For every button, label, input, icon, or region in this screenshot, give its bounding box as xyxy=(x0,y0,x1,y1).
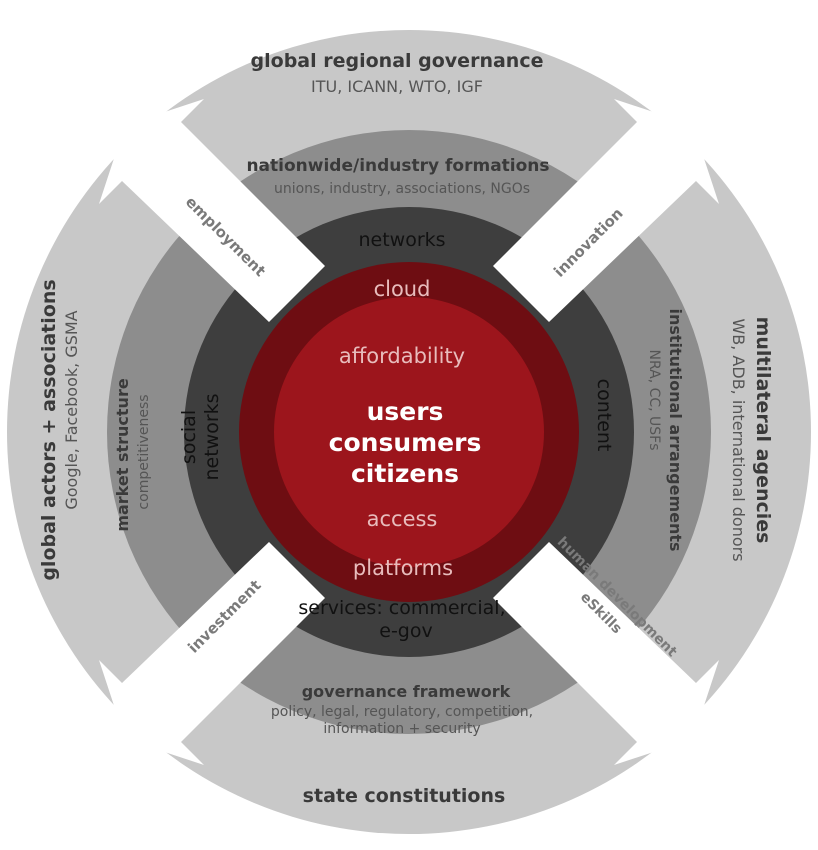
inner-right-label: content xyxy=(593,379,615,452)
crimson-bottom-label: platforms xyxy=(353,556,453,580)
inner-bottom-label-2: e-gov xyxy=(379,620,432,642)
middle-bottom-sub-2: information + security xyxy=(323,721,480,737)
outer-bottom-title: state constitutions xyxy=(303,785,506,807)
inner-left-label-1: social xyxy=(178,410,200,464)
core-label-users: users xyxy=(367,397,444,426)
inner-bottom-label-1: services: commercial, xyxy=(298,597,505,619)
core-bottom-label: access xyxy=(367,507,438,531)
outer-left-title: global actors + associations xyxy=(38,279,60,580)
core-label-consumers: consumers xyxy=(329,428,482,457)
arrow-top-right xyxy=(493,99,719,322)
outer-right-sub: WB, ADB, international donors xyxy=(729,318,748,561)
middle-top-sub: unions, industry, associations, NGOs xyxy=(274,181,530,197)
core-top-label: affordability xyxy=(339,344,465,368)
middle-right-sub: NRA, CC, USFs xyxy=(646,349,662,450)
arrow-bottom-right xyxy=(493,542,719,765)
core-label-citizens: citizens xyxy=(351,459,459,488)
inner-left-label-2: networks xyxy=(201,393,223,480)
middle-left-title: market structure xyxy=(113,378,132,532)
outer-left-sub: Google, Facebook, GSMA xyxy=(62,310,81,509)
core-circle xyxy=(274,297,544,567)
outer-right-title: multilateral agencies xyxy=(752,317,774,544)
crimson-top-label: cloud xyxy=(374,277,431,301)
middle-left-sub: competitiveness xyxy=(136,394,152,509)
inner-top-label: networks xyxy=(358,229,445,251)
outer-top-title: global regional governance xyxy=(251,50,544,72)
middle-bottom-sub-1: policy, legal, regulatory, competition, xyxy=(271,704,533,720)
arrow-bottom-left xyxy=(99,542,325,765)
middle-top-title: nationwide/industry formations xyxy=(246,156,549,176)
outer-top-sub: ITU, ICANN, WTO, IGF xyxy=(311,77,483,96)
arrow-top-left xyxy=(99,99,325,322)
middle-bottom-title: governance framework xyxy=(302,682,511,701)
middle-right-title: institutional arrangements xyxy=(666,308,685,551)
